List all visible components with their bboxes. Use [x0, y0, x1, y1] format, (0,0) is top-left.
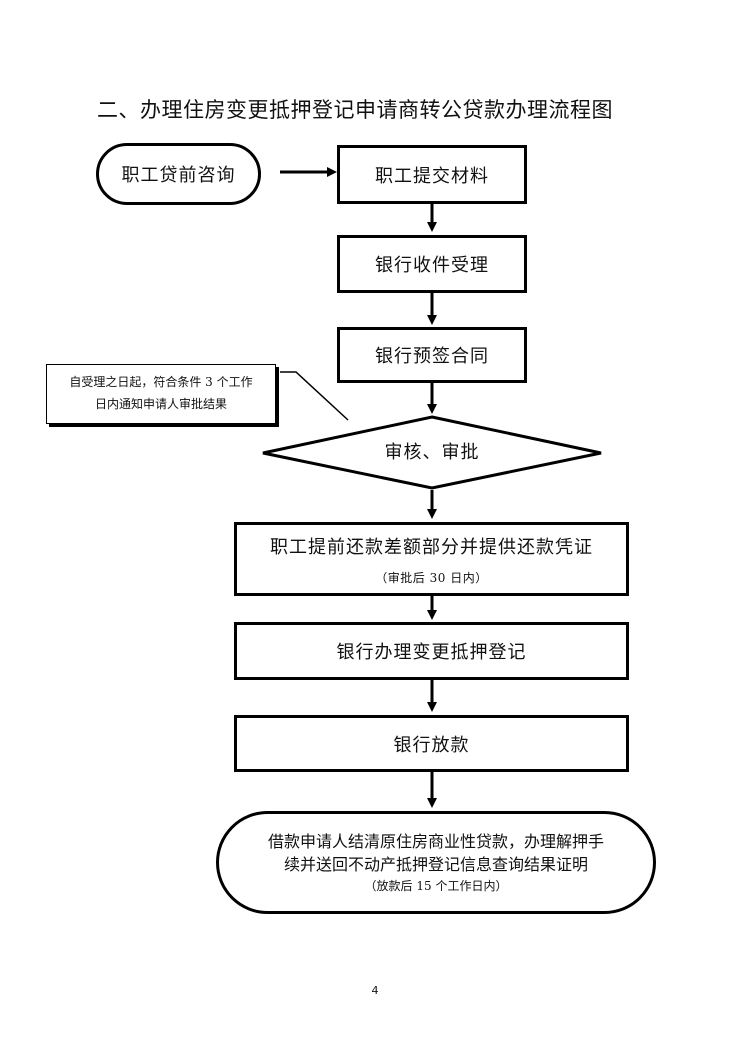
review-label: 审核、审批	[384, 442, 480, 463]
step-submit: 职工提交材料	[337, 145, 527, 204]
note-callout-line	[280, 371, 349, 421]
page-number: 4	[371, 984, 379, 997]
step-mortgage-label: 银行办理变更抵押登记	[336, 642, 527, 663]
step-mortgage: 银行办理变更抵押登记	[234, 622, 629, 680]
step-submit-label: 职工提交材料	[375, 165, 489, 187]
end-line-3: （放款后 15 个工作日内）	[364, 878, 508, 893]
start-label: 职工贷前咨询	[121, 165, 236, 186]
step-loan: 银行放款	[234, 715, 629, 772]
start-node: 职工贷前咨询	[96, 143, 261, 205]
step-repay-note: （审批后 30 日内）	[375, 570, 488, 585]
end-node: 借款申请人结清原住房商业性贷款，办理解押手 续并送回不动产抵押登记信息查询结果证…	[216, 811, 656, 914]
notice-callout: 自受理之日起，符合条件 3 个工作 日内通知申请人审批结果	[46, 364, 276, 424]
step-repay: 职工提前还款差额部分并提供还款凭证 （审批后 30 日内）	[234, 522, 629, 596]
end-line-1: 借款申请人结清原住房商业性贷款，办理解押手	[267, 831, 604, 851]
notice-line-1: 自受理之日起，符合条件 3 个工作	[69, 375, 253, 389]
step-presign-label: 银行预签合同	[375, 346, 489, 367]
review-diamond	[262, 415, 602, 490]
end-line-2: 续并送回不动产抵押登记信息查询结果证明	[283, 854, 588, 874]
page-title: 二、办理住房变更抵押登记申请商转公贷款办理流程图	[97, 98, 613, 122]
step-repay-label: 职工提前还款差额部分并提供还款凭证	[270, 536, 593, 558]
step-receive-label: 银行收件受理	[375, 255, 489, 276]
step-receive: 银行收件受理	[337, 235, 527, 293]
step-presign: 银行预签合同	[337, 327, 527, 383]
notice-line-2: 日内通知申请人审批结果	[94, 397, 227, 411]
step-loan-label: 银行放款	[393, 734, 470, 756]
